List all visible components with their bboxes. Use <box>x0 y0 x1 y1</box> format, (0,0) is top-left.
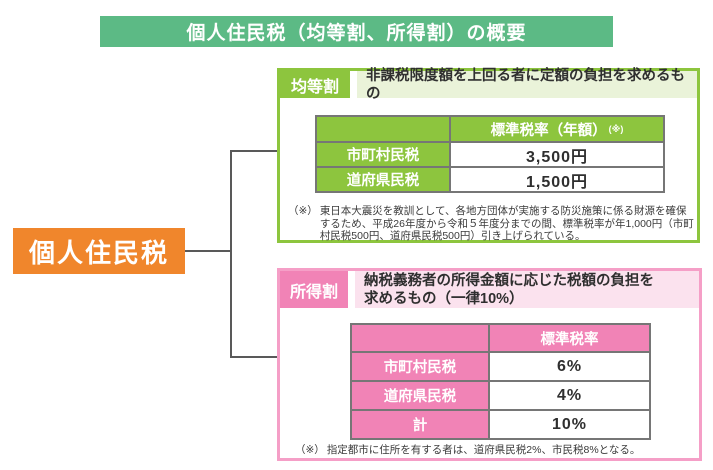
kintowari-table-header-row: 標準税率（年額）(※) <box>317 117 663 141</box>
row-label-municipal-tax: 市町村民税 <box>317 143 449 166</box>
kintowari-table-header-text: 標準税率（年額） <box>490 122 607 139</box>
row-label-prefectural-tax: 道府県民税 <box>317 168 449 191</box>
shotokuwari-table-header-row: 標準税率 <box>352 325 649 351</box>
table-row-total: 計 10% <box>352 409 649 438</box>
kintowari-header-band: 均等割 非課税限度額を上回る者に定額の負担を求めるもの <box>280 68 697 102</box>
root-node-kojin-juminzei: 個人住民税 <box>13 228 185 274</box>
shotokuwari-band-gap <box>348 271 355 308</box>
kintowari-table: 標準税率（年額）(※) 市町村民税 3,500円 道府県民税 1,500円 <box>315 115 665 193</box>
table-row-municipal-tax: 市町村民税 3,500円 <box>317 141 663 166</box>
shotokuwari-label: 所得割 <box>280 271 348 308</box>
row-label-municipal-tax: 市町村民税 <box>352 353 488 380</box>
kintowari-description-text: 非課税限度額を上回る者に定額の負担を求めるもの <box>366 67 685 102</box>
shotokuwari-table: 標準税率 市町村民税 6% 道府県民税 4% 計 10% <box>350 323 651 440</box>
row-value-prefectural-tax: 1,500円 <box>449 168 663 191</box>
kintowari-table-header-standard-rate: 標準税率（年額）(※) <box>449 117 663 141</box>
kintowari-label: 均等割 <box>280 71 350 98</box>
shotokuwari-table-corner-cell <box>352 325 488 351</box>
table-row-prefectural-tax: 道府県民税 4% <box>352 380 649 409</box>
row-label-prefectural-tax: 道府県民税 <box>352 382 488 409</box>
kintowari-section: 均等割 非課税限度額を上回る者に定額の負担を求めるもの 標準税率（年額）(※) … <box>277 68 700 243</box>
connector-kintowari-line <box>230 150 278 152</box>
shotokuwari-table-header-text: 標準税率 <box>540 331 599 348</box>
note-reference-mark: (※) <box>608 123 624 134</box>
footnote-marker: （※） <box>295 444 325 456</box>
kintowari-table-corner-cell <box>317 117 449 141</box>
row-value-municipal-tax: 3,500円 <box>449 143 663 166</box>
connector-root-line <box>185 250 232 252</box>
footnote-text: 指定都市に住所を有する者は、道府県民税2%、市民税8%となる。 <box>326 444 641 456</box>
connector-shotokuwari-line <box>230 356 278 358</box>
kintowari-band-gap <box>350 71 357 98</box>
footnote-marker: （※） <box>288 205 318 217</box>
shotokuwari-section: 所得割 納税義務者の所得金額に応じた税額の負担を 求めるもの（一律10%） 標準… <box>277 268 702 461</box>
row-label-total: 計 <box>352 411 488 438</box>
row-value-municipal-tax: 6% <box>488 353 649 380</box>
kintowari-footnote: （※） 東日本大震災を教訓として、各地方団体が実施する防災施策に係る財源を確保す… <box>288 205 694 243</box>
shotokuwari-description-line2: 求めるもの（一律10%） <box>364 290 524 307</box>
shotokuwari-header-band: 所得割 納税義務者の所得金額に応じた税額の負担を 求めるもの（一律10%） <box>280 271 699 308</box>
shotokuwari-description: 納税義務者の所得金額に応じた税額の負担を 求めるもの（一律10%） <box>355 271 699 308</box>
shotokuwari-footnote: （※） 指定都市に住所を有する者は、道府県民税2%、市民税8%となる。 <box>295 444 695 457</box>
connector-vertical-line <box>230 150 232 358</box>
page-title: 個人住民税（均等割、所得割）の概要 <box>100 16 613 47</box>
footnote-text: 東日本大震災を教訓として、各地方団体が実施する防災施策に係る財源を確保するため、… <box>319 205 694 242</box>
table-row-prefectural-tax: 道府県民税 1,500円 <box>317 166 663 191</box>
row-value-prefectural-tax: 4% <box>488 382 649 409</box>
shotokuwari-table-header-standard-rate: 標準税率 <box>488 325 649 351</box>
row-value-total: 10% <box>488 411 649 438</box>
shotokuwari-description-line1: 納税義務者の所得金額に応じた税額の負担を <box>364 272 654 289</box>
table-row-municipal-tax: 市町村民税 6% <box>352 351 649 380</box>
kintowari-description: 非課税限度額を上回る者に定額の負担を求めるもの <box>357 68 697 102</box>
